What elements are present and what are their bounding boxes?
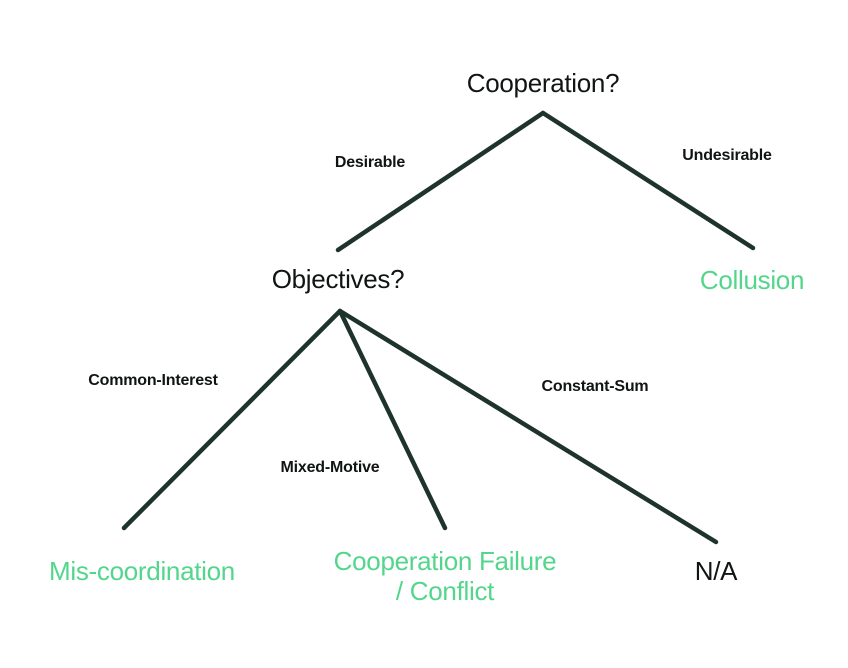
node-cooperation-question: Cooperation? xyxy=(466,68,620,99)
node-cooperation-failure-conflict-outcome: Cooperation Failure / Conflict xyxy=(333,546,557,606)
tree-edge-common-interest xyxy=(121,308,343,531)
edge-label-undesirable: Undesirable xyxy=(682,147,772,164)
node-mis-coordination-outcome: Mis-coordination xyxy=(49,556,235,587)
node-objectives-question: Objectives? xyxy=(271,264,405,295)
edge-label-desirable: Desirable xyxy=(334,154,406,171)
tree-edge-desirable xyxy=(335,110,546,253)
edge-label-common-interest: Common-Interest xyxy=(88,372,218,389)
tree-edge-undesirable xyxy=(540,110,756,251)
edge-label-constant-sum: Constant-Sum xyxy=(541,378,649,395)
edge-label-mixed-motive: Mixed-Motive xyxy=(280,459,380,476)
node-collusion-outcome: Collusion xyxy=(699,265,805,296)
node-na-outcome: N/A xyxy=(694,556,738,587)
tree-edge-constant-sum xyxy=(337,308,719,545)
tree-edge-mixed-motive xyxy=(337,308,448,531)
